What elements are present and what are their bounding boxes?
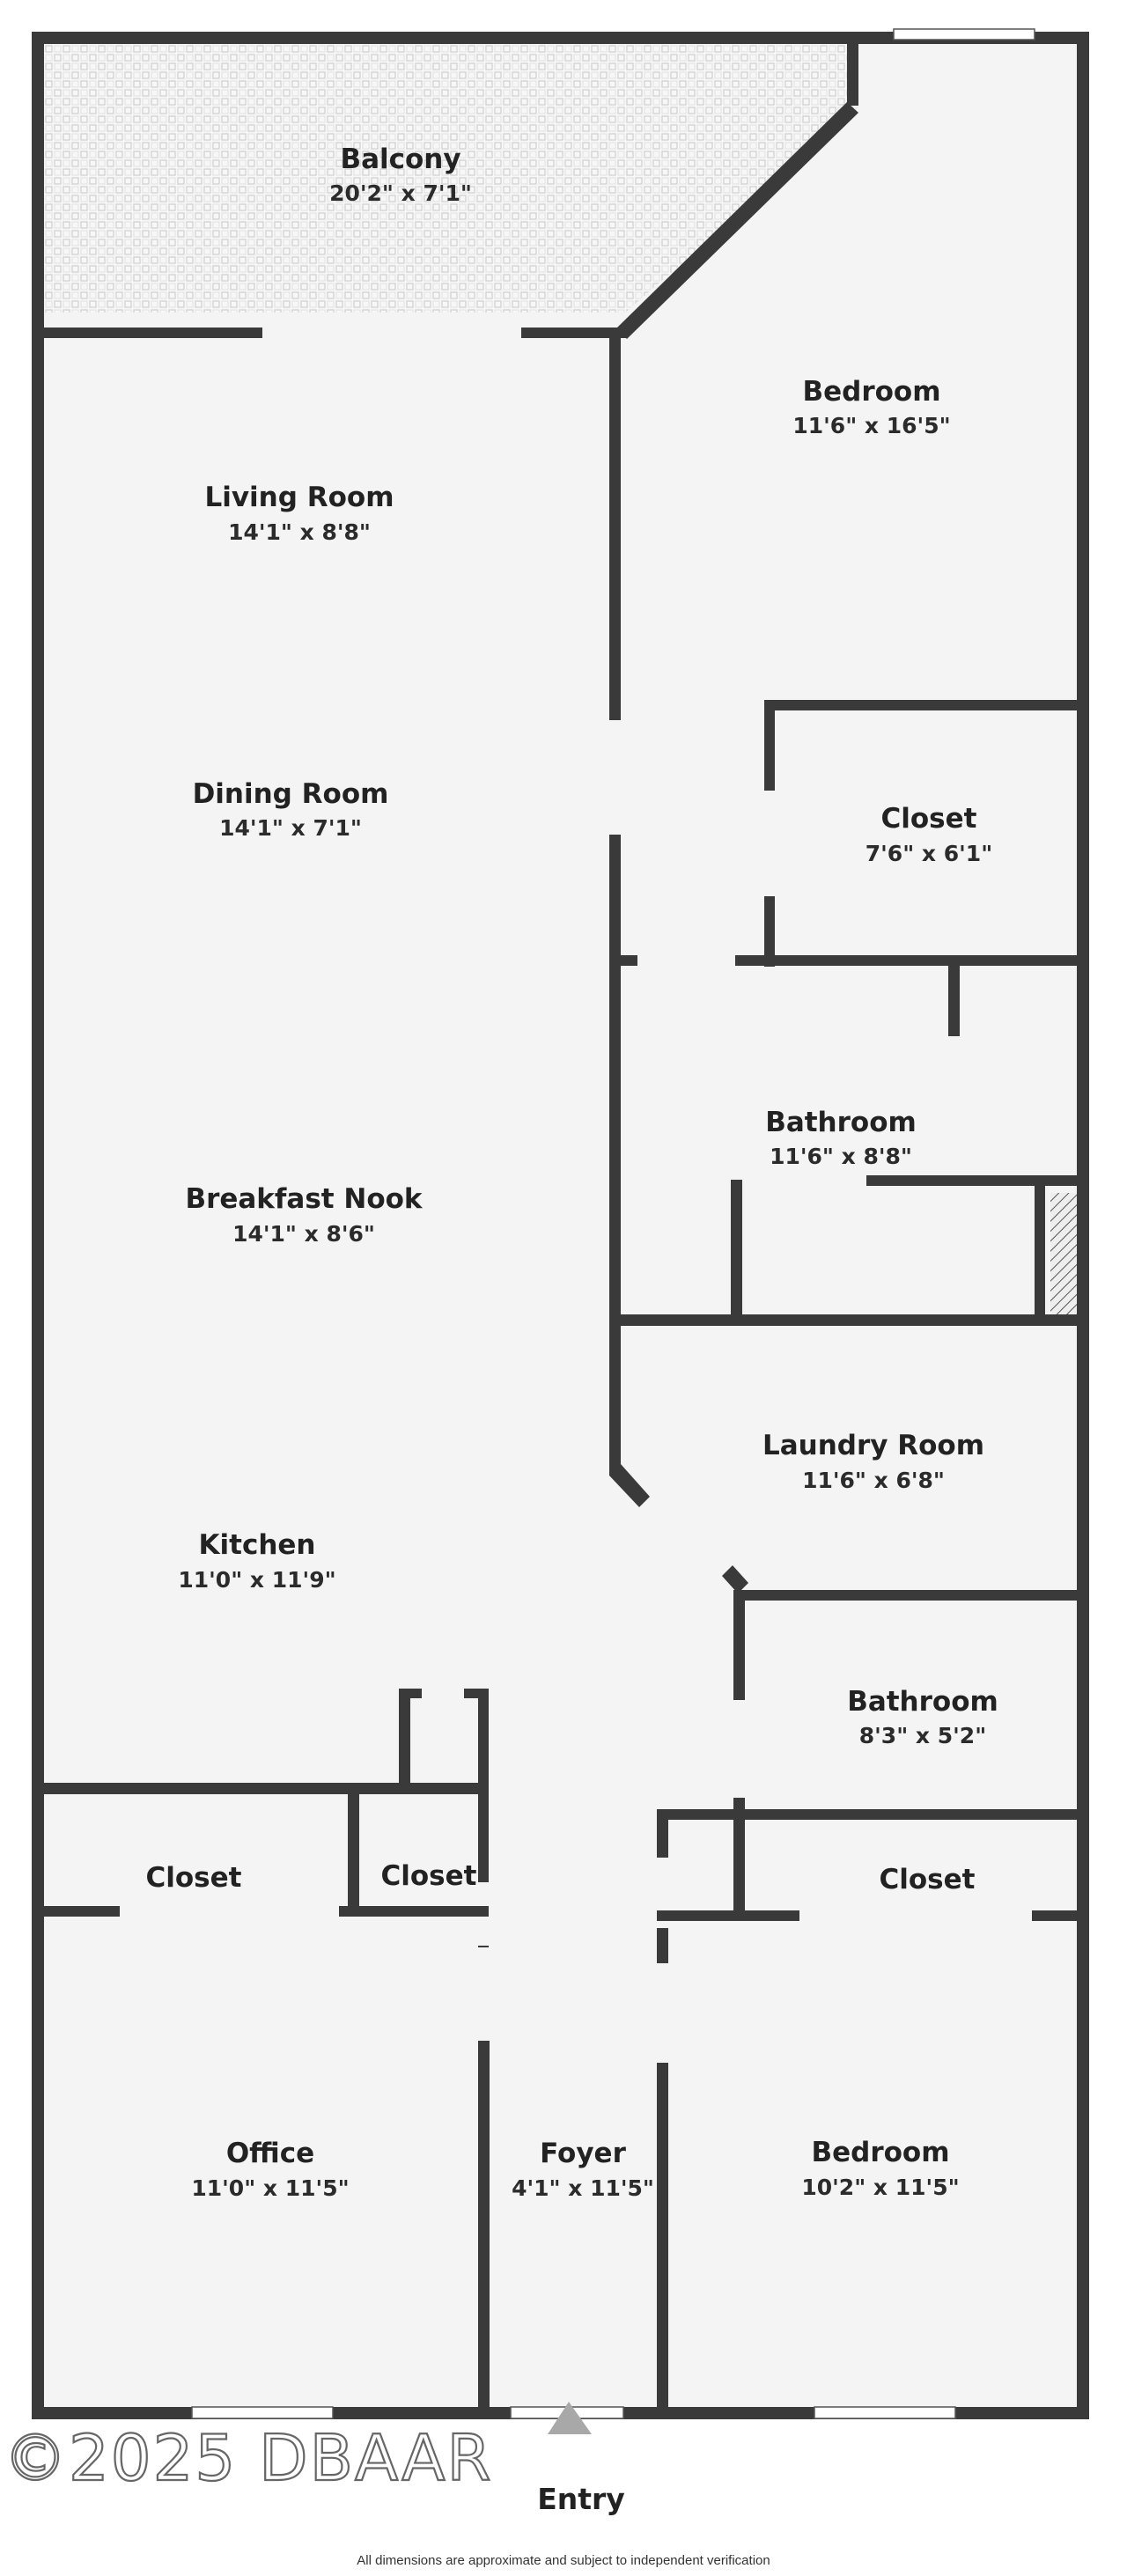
- room-name-bedroom-1: Bedroom: [802, 376, 940, 408]
- balcony-floor: [39, 39, 858, 313]
- room-name-office: Office: [226, 2138, 314, 2169]
- room-name-closet-2: Closet: [146, 1862, 242, 1894]
- room-dims-dining-room: 14'1" x 7'1": [219, 815, 362, 841]
- room-dims-bedroom-2: 10'2" x 11'5": [801, 2175, 959, 2200]
- room-name-dining-room: Dining Room: [193, 778, 389, 810]
- room-dims-living-room: 14'1" x 8'8": [228, 519, 371, 545]
- room-name-closet-1: Closet: [881, 803, 977, 835]
- room-name-balcony: Balcony: [340, 144, 460, 175]
- room-dims-bathroom-2: 8'3" x 5'2": [859, 1723, 986, 1748]
- window-bedroom-2: [814, 2406, 956, 2419]
- window-top-right: [893, 28, 1035, 40]
- window-office: [191, 2406, 334, 2419]
- room-dims-closet-1: 7'6" x 6'1": [866, 841, 992, 866]
- room-dims-office: 11'0" x 11'5": [191, 2175, 349, 2201]
- room-name-closet-3: Closet: [381, 1860, 477, 1892]
- room-name-kitchen: Kitchen: [198, 1529, 315, 1561]
- room-name-bedroom-2: Bedroom: [811, 2137, 949, 2168]
- entry-arrow-icon: [548, 2402, 592, 2434]
- room-name-foyer: Foyer: [540, 2138, 626, 2169]
- floor-area: [35, 35, 1086, 2408]
- room-dims-laundry-room: 11'6" x 6'8": [802, 1468, 945, 1493]
- entry-label: Entry: [537, 2482, 625, 2516]
- watermark: ©2025 DBAAR: [4, 2421, 493, 2495]
- room-dims-bedroom-1: 11'6" x 16'5": [792, 413, 950, 438]
- room-dims-foyer: 4'1" x 11'5": [512, 2175, 654, 2201]
- room-dims-balcony: 20'2" x 7'1": [329, 180, 472, 206]
- room-dims-bathroom-1: 11'6" x 8'8": [770, 1144, 912, 1169]
- footer-note: All dimensions are approximate and subje…: [357, 2553, 770, 2568]
- room-dims-breakfast-nook: 14'1" x 8'6": [232, 1221, 375, 1247]
- room-name-breakfast-nook: Breakfast Nook: [185, 1183, 423, 1215]
- room-name-bathroom-2: Bathroom: [847, 1686, 998, 1718]
- room-name-living-room: Living Room: [204, 482, 394, 513]
- room-labels: Balcony 20'2" x 7'1" Bedroom 11'6" x 16'…: [146, 144, 998, 2568]
- room-name-closet-4: Closet: [880, 1864, 976, 1895]
- room-dims-kitchen: 11'0" x 11'9": [178, 1567, 335, 1593]
- room-name-laundry-room: Laundry Room: [762, 1430, 984, 1461]
- room-name-bathroom-1: Bathroom: [765, 1107, 917, 1138]
